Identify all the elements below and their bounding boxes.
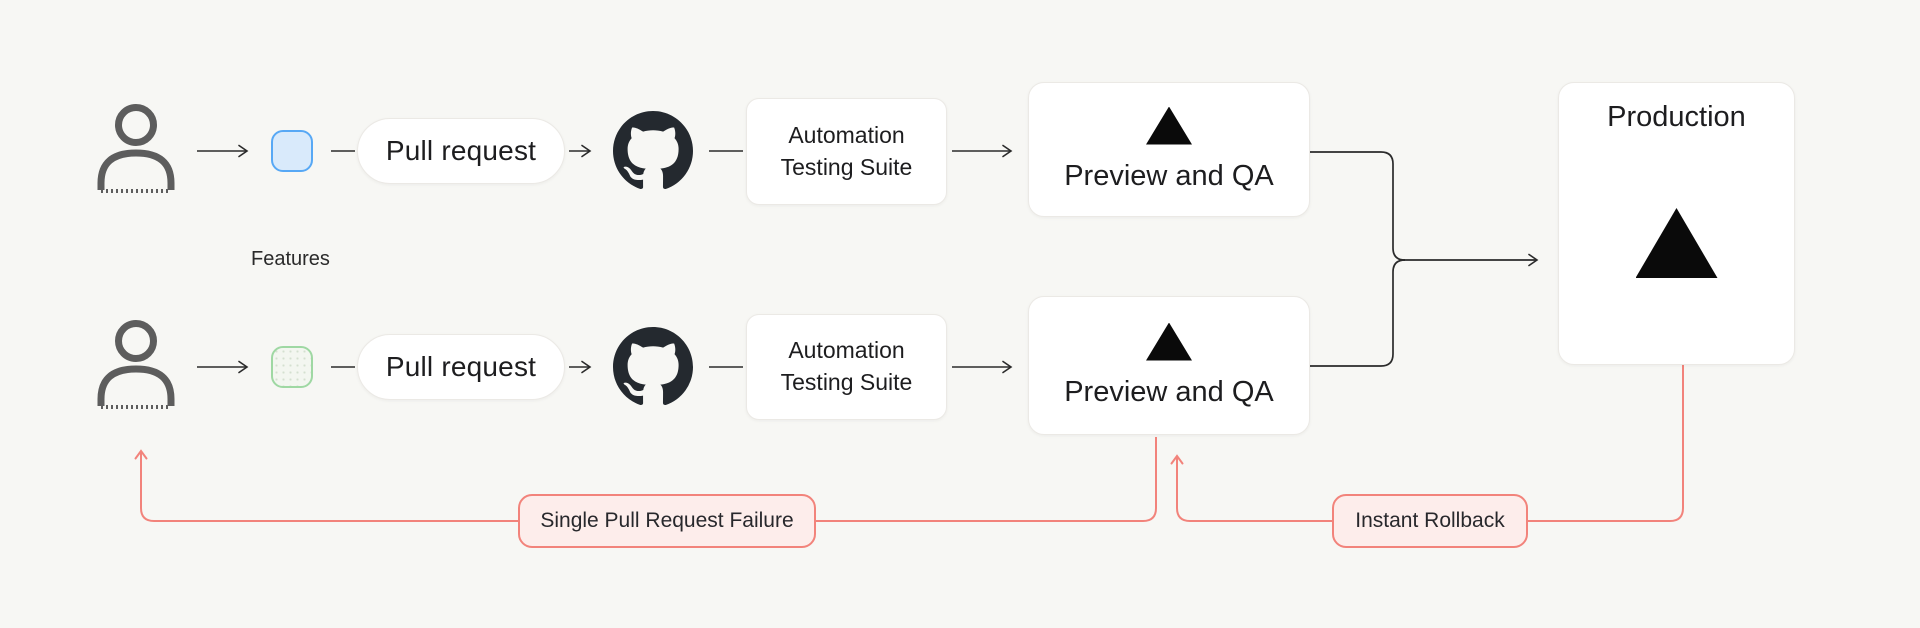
preview-qa-label: Preview and QA	[1064, 159, 1274, 192]
failure-annotation-label: Single Pull Request Failure	[540, 509, 794, 532]
merge-connector-bottom	[1310, 259, 1406, 367]
person-icon	[97, 320, 175, 409]
github-icon	[613, 327, 693, 406]
production-node: Production	[1558, 82, 1795, 365]
rollback-annotation: Instant Rollback	[1332, 494, 1528, 548]
vercel-triangle-icon	[1146, 106, 1192, 145]
pull-request-label: Pull request	[385, 351, 537, 382]
preview-qa-node: Preview and QA	[1028, 296, 1310, 435]
person-icon	[97, 104, 175, 193]
pull-request-label: Pull request	[385, 135, 537, 166]
pull-request-node: Pull request	[357, 334, 565, 400]
automation-label-line2: Testing Suite	[780, 153, 913, 180]
feature-branch-chip-green	[271, 346, 313, 388]
vercel-triangle-icon	[1146, 322, 1192, 361]
preview-qa-node: Preview and QA	[1028, 82, 1310, 217]
vercel-triangle-icon	[1635, 208, 1718, 278]
automation-testing-suite-node: Automation Testing Suite	[746, 314, 947, 420]
pull-request-node: Pull request	[357, 118, 565, 184]
features-label: Features	[251, 248, 330, 270]
preview-qa-label: Preview and QA	[1064, 375, 1274, 408]
failure-annotation: Single Pull Request Failure	[518, 494, 816, 548]
automation-testing-suite-node: Automation Testing Suite	[746, 98, 947, 205]
rollback-annotation-label: Instant Rollback	[1355, 509, 1505, 532]
feature-branch-chip-blue	[271, 130, 313, 172]
automation-label-line1: Automation	[788, 121, 905, 148]
automation-label-line1: Automation	[788, 337, 905, 364]
automation-label-line2: Testing Suite	[780, 369, 913, 395]
production-label: Production	[1607, 101, 1746, 133]
github-icon	[613, 111, 693, 190]
merge-connector-top	[1310, 151, 1406, 261]
